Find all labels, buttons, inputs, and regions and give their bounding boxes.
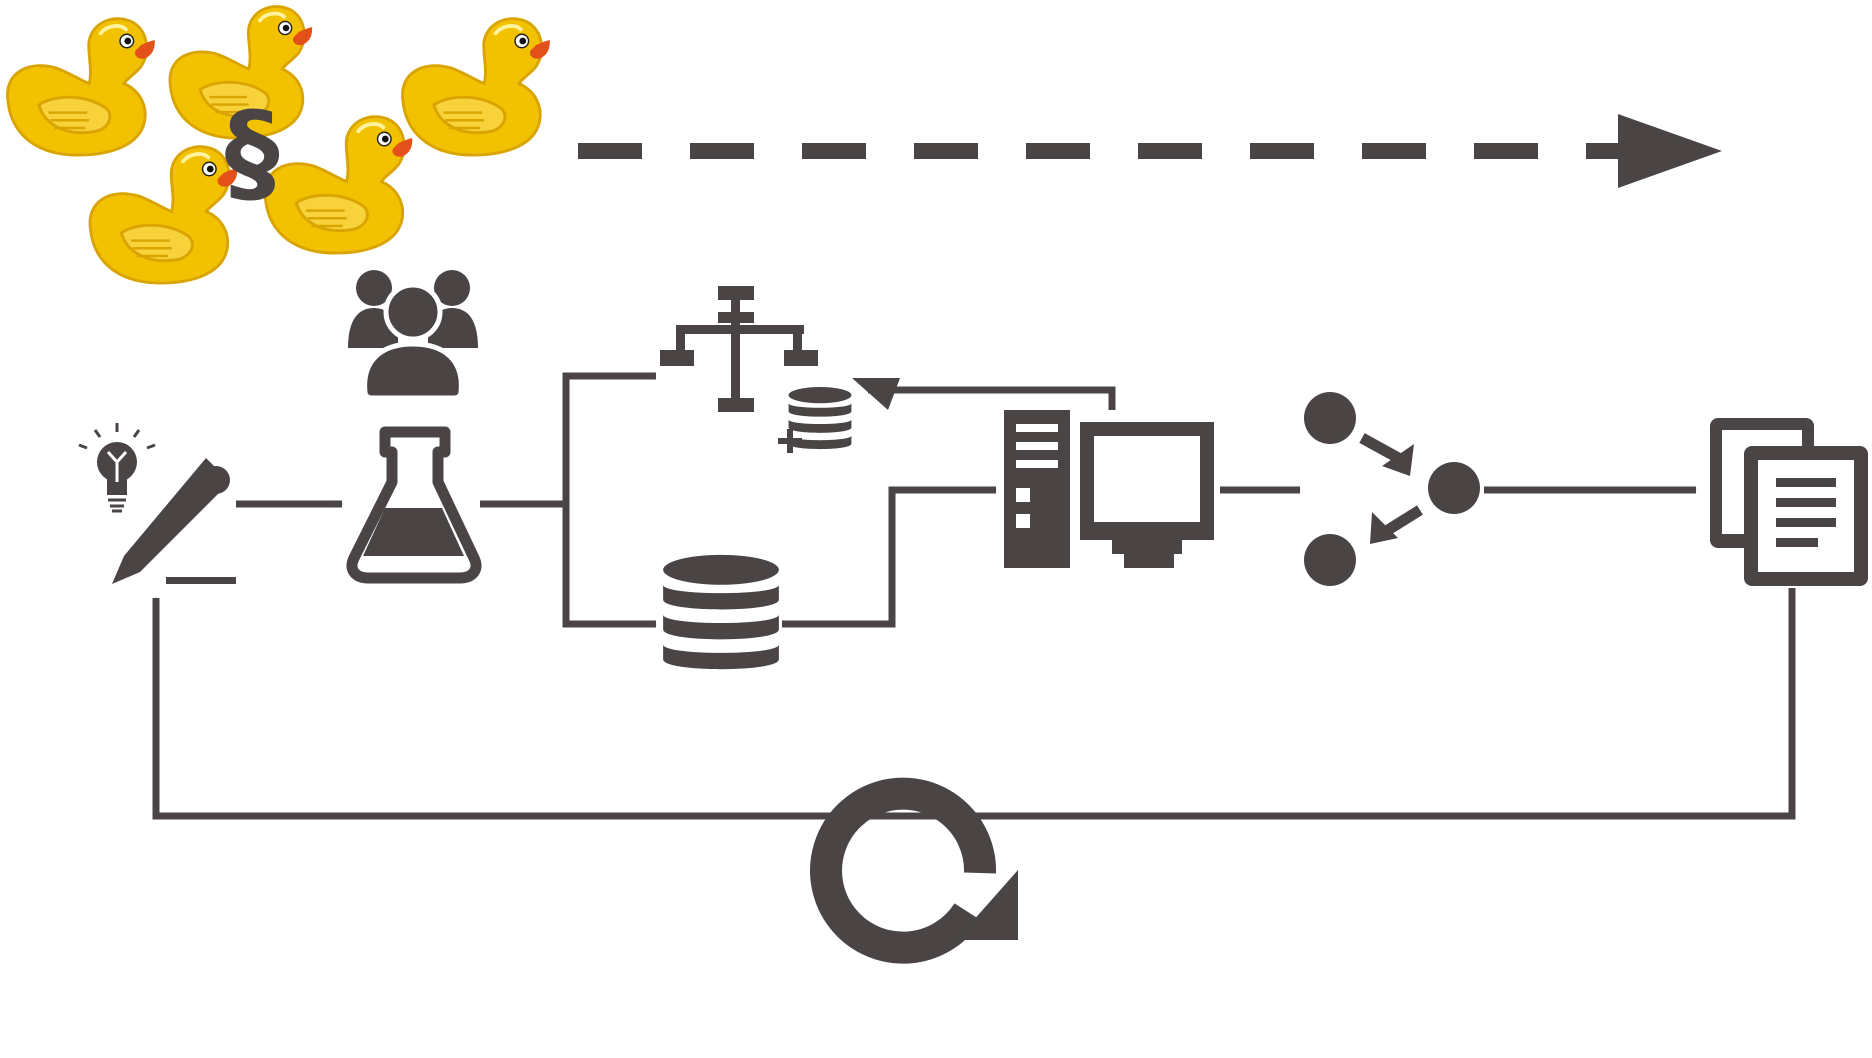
lab-flask-icon xyxy=(346,426,482,584)
rubber-duck-icon xyxy=(263,114,415,255)
rubber-duck-icon xyxy=(88,144,240,285)
dashed-timeline-arrow xyxy=(578,114,1722,188)
rubber-duck-icon xyxy=(5,16,155,157)
connector-documents-feedback-loop xyxy=(152,588,1796,820)
connectors xyxy=(152,372,1796,820)
connector-branch-to-hierarchy xyxy=(562,372,657,504)
database-icon xyxy=(663,554,779,670)
connector-computer-to-hierarchy xyxy=(868,386,1116,410)
database-add-icon xyxy=(778,387,852,453)
rubber-duck-icon xyxy=(400,16,550,157)
connector-branch-to-database xyxy=(562,504,657,628)
user-group-icon xyxy=(348,270,478,401)
section-sign-icon: § xyxy=(225,88,280,216)
connector-computer-to-hierarchy-head xyxy=(852,378,900,410)
hierarchy-icon xyxy=(660,286,818,412)
connector-database-to-computer xyxy=(782,486,997,628)
refresh-icon xyxy=(810,777,1018,964)
documents-icon xyxy=(1710,418,1868,586)
lightbulb-icon xyxy=(78,423,156,513)
desktop-computer-icon xyxy=(1004,410,1214,568)
node-graph-icon xyxy=(1304,392,1480,586)
rubber-duck-cluster: § xyxy=(5,4,550,285)
pencil-icon xyxy=(112,458,236,584)
